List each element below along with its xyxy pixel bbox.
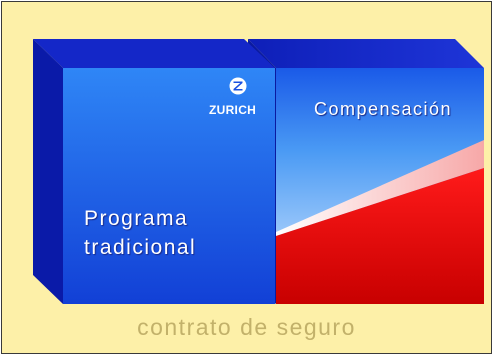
compensation-label: Compensación xyxy=(314,99,453,119)
growth-wedge xyxy=(276,140,484,304)
traditional-block-side xyxy=(33,39,63,304)
traditional-block-top xyxy=(33,39,275,68)
zurich-logo-text: ZURICH xyxy=(209,103,257,117)
compensation-block-top xyxy=(248,39,484,68)
insurance-contract-label: contrato de seguro xyxy=(137,314,356,340)
zurich-z-icon xyxy=(229,77,247,95)
traditional-program-label-line1: Programa xyxy=(84,207,189,230)
traditional-program-block xyxy=(33,39,275,304)
growth-wedge-body xyxy=(276,168,484,304)
traditional-block-front xyxy=(63,68,275,304)
traditional-program-label-line2: tradicional xyxy=(84,236,197,259)
traditional-program-label: Programa tradicional xyxy=(84,204,196,262)
growth-wedge-highlight xyxy=(276,140,484,236)
